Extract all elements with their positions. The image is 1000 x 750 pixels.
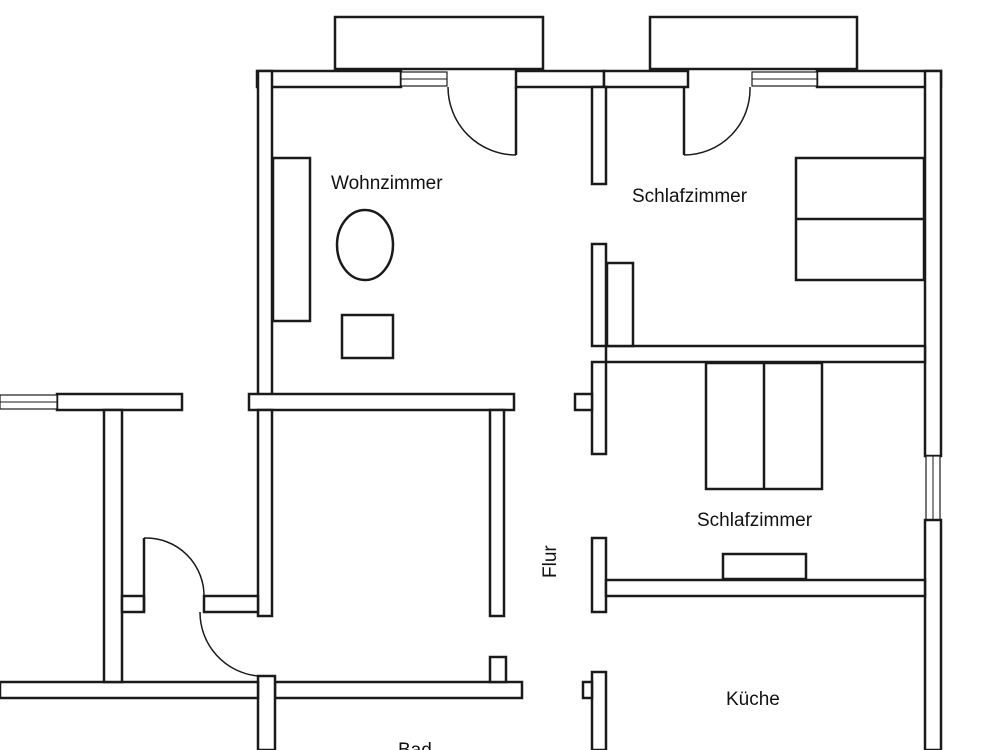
- label-kueche: Küche: [726, 689, 780, 710]
- door-left-entrance: [142, 537, 205, 612]
- sofa: [271, 156, 312, 323]
- label-schlafzimmer-2: Schlafzimmer: [697, 510, 813, 531]
- desk: [721, 552, 808, 581]
- door-schlafzimmer-1: [682, 86, 751, 156]
- label-bad: Bad: [398, 740, 432, 750]
- label-schlafzimmer-1: Schlafzimmer: [632, 186, 748, 207]
- door-wohnzimmer: [447, 86, 518, 156]
- side-table: [340, 313, 395, 360]
- planter-right: [648, 15, 859, 71]
- label-wohnzimmer: Wohnzimmer: [331, 173, 443, 194]
- dining-table: [335, 208, 395, 282]
- planter-left: [333, 15, 545, 71]
- wardrobe-1: [605, 261, 635, 348]
- left-wing: [0, 392, 184, 684]
- door-lower-left: [199, 611, 259, 677]
- label-flur: Flur: [540, 545, 561, 578]
